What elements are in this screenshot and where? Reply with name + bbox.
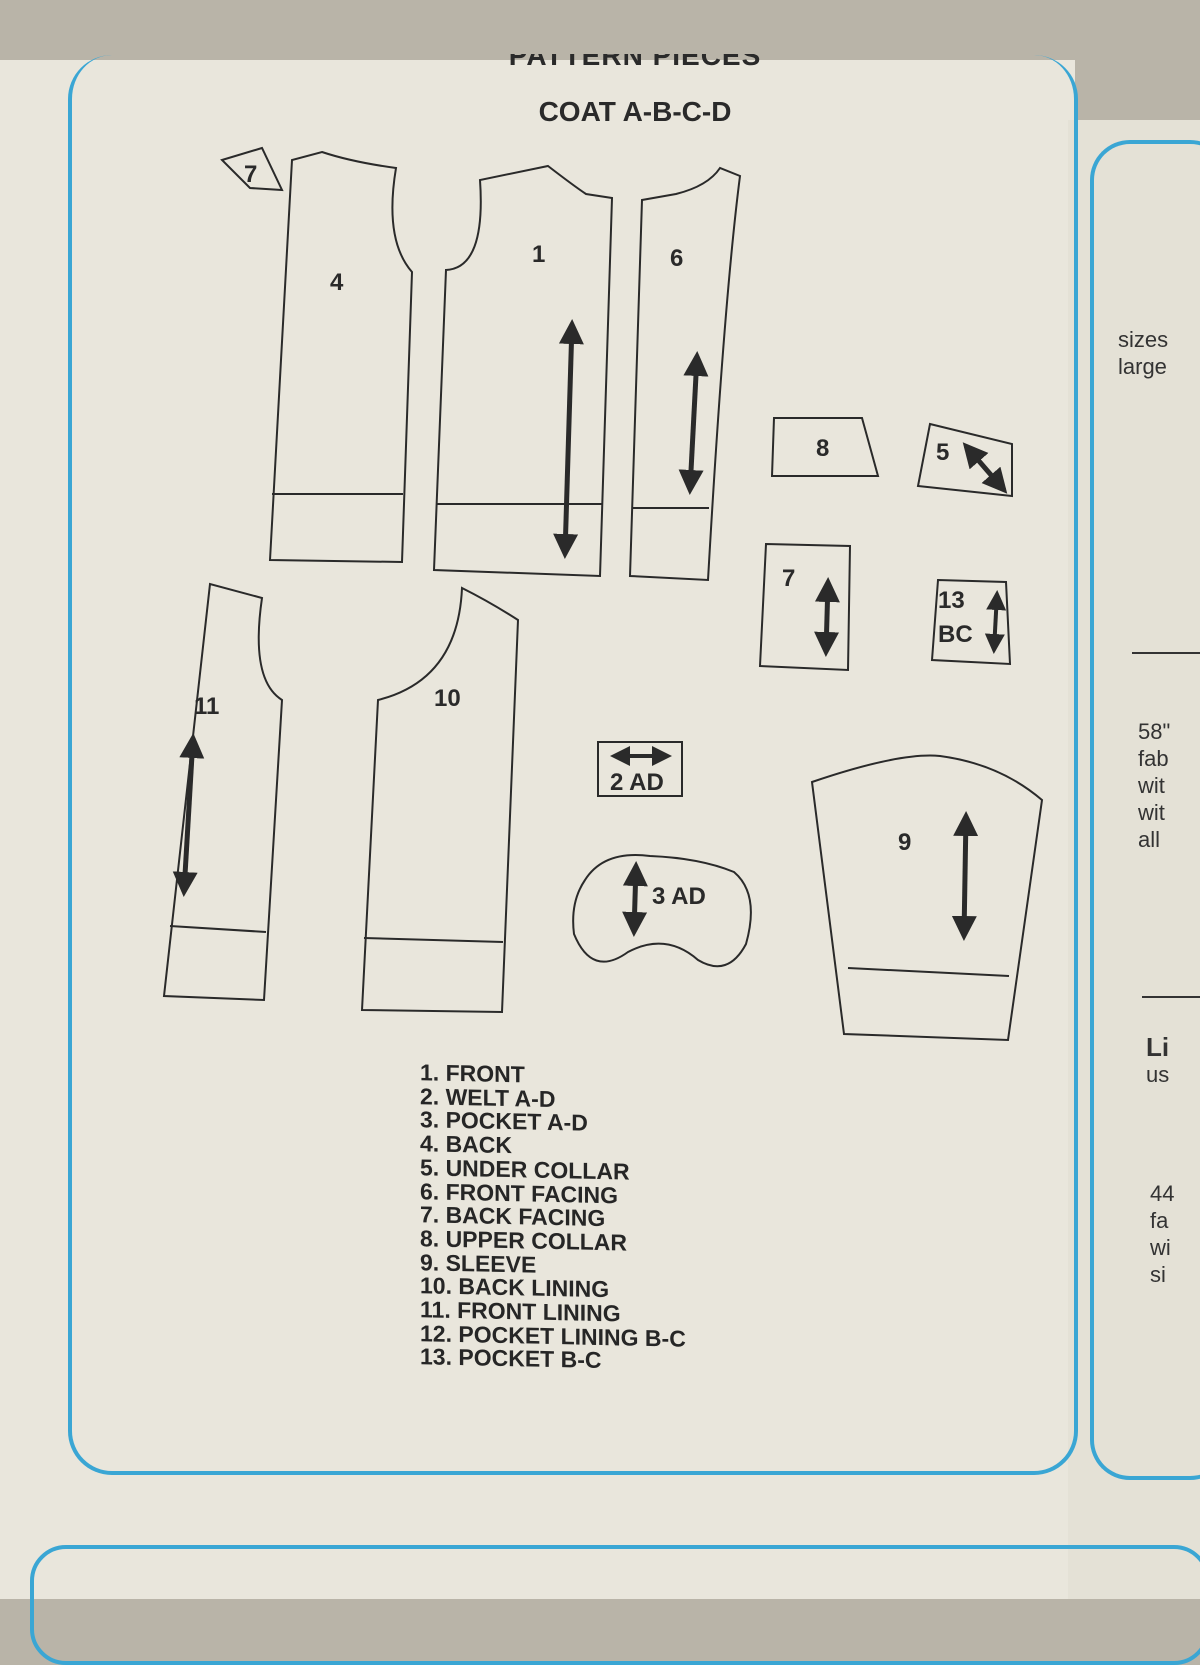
right-panel-border [1090, 140, 1200, 1480]
piece-5-label: 5 [936, 439, 949, 466]
piece-11-hem [169, 925, 267, 933]
page-title: COAT A-B-C-D [538, 96, 732, 127]
piece-6-outline [628, 166, 742, 582]
piece-6-grainline [678, 351, 709, 495]
piece-10-label: 10 [434, 685, 461, 712]
right-text-block-2: 58" fab wit wit all [1138, 719, 1171, 852]
piece-7-label: 7 [782, 565, 795, 592]
pattern-diagram: 7 4 1 6 8 5 7 13 BC 11 10 2 AD 3 AD 9 [162, 146, 1044, 1042]
right-text-block-1: sizes large [1118, 327, 1169, 379]
piece-7-small-outline [220, 146, 284, 192]
piece-2-label: 2 AD [610, 769, 664, 796]
piece-1-label: 1 [532, 241, 545, 268]
piece-1-grainline [553, 319, 584, 559]
piece-2-outline [597, 741, 683, 797]
right-divider [1132, 652, 1200, 654]
piece-3-outline [572, 854, 752, 968]
piece-3-label: 3 AD [652, 883, 706, 910]
piece-5-outline [916, 422, 1013, 498]
piece-11-label: 11 [194, 693, 219, 720]
piece-8-outline [770, 417, 880, 477]
piece-7-small-label: 7 [244, 161, 257, 188]
piece-5-grainline [962, 442, 1008, 494]
pattern-pieces-legend: 1. FRONT 2. WELT A-D 3. POCKET A-D 4. BA… [420, 1059, 686, 1375]
piece-7-grainline [814, 577, 840, 657]
piece-9-outline [810, 754, 1044, 1042]
piece-13-label-number: 13 [938, 587, 965, 614]
piece-4-outline [268, 150, 414, 564]
cut-heading: PATTERN PIECES [508, 54, 762, 71]
piece-8-label: 8 [816, 435, 829, 462]
right-text-block-3: Li us [1146, 1034, 1170, 1087]
panel-border [68, 55, 1078, 1475]
piece-11-outline [162, 582, 284, 1002]
piece-10-outline [360, 586, 520, 1014]
piece-11-grainline [172, 733, 205, 897]
piece-9-hem [847, 967, 1010, 977]
piece-10-hem [363, 937, 504, 943]
piece-3-grainline [622, 861, 648, 937]
piece-13-label-views: BC [938, 621, 973, 648]
piece-9-grainline [951, 811, 979, 941]
piece-1-outline [432, 164, 614, 578]
piece-7-outline [758, 542, 852, 672]
right-divider [1142, 996, 1200, 998]
piece-9-label: 9 [898, 829, 911, 856]
piece-6-label: 6 [670, 245, 683, 272]
piece-13-grainline [984, 590, 1007, 654]
piece-4-label: 4 [330, 269, 344, 296]
piece-13-outline [930, 578, 1012, 666]
right-text-block-4: 44 fa wi si [1150, 1181, 1175, 1287]
